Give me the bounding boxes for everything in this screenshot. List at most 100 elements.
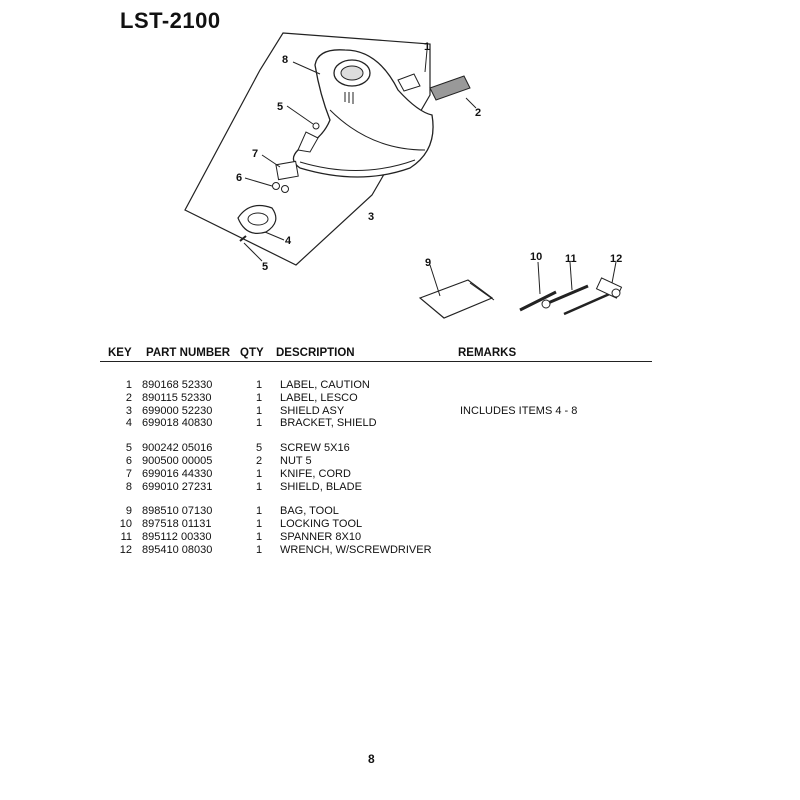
callout-7: 7 [252, 148, 258, 160]
cell-description: KNIFE, CORD [280, 467, 351, 480]
cell-qty: 1 [255, 505, 263, 518]
cell-qty: 1 [255, 467, 263, 480]
group-spacer [100, 493, 652, 505]
cell-qty: 1 [255, 379, 263, 391]
assembly-outline [184, 32, 431, 266]
group-spacer [100, 430, 652, 442]
cell-remarks [460, 442, 652, 455]
cell-remarks [460, 505, 652, 518]
callout-10: 10 [530, 251, 542, 263]
cell-key: 8 [125, 480, 132, 493]
blade-shield-drawing [292, 49, 434, 178]
cell-description: LABEL, CAUTION [280, 379, 370, 391]
table-row: 10 897518 01131 1 LOCKING TOOL [100, 518, 652, 531]
cell-qty: 1 [255, 417, 263, 430]
cell-qty: 1 [255, 530, 263, 543]
spanner-drawing [541, 284, 589, 309]
cell-part-number: 890168 52330 [142, 379, 213, 391]
lesco-label-drawing [429, 75, 471, 101]
cell-key: 1 [125, 379, 132, 391]
cell-remarks [460, 481, 652, 494]
parts-list-table: KEY PART NUMBER QTY DESCRIPTION REMARKS … [100, 347, 652, 557]
cell-description: BRACKET, SHIELD [280, 417, 377, 430]
cell-description: SCREW 5X16 [280, 442, 350, 455]
cell-remarks [460, 544, 652, 557]
cell-qty: 5 [255, 442, 263, 455]
cell-part-number: 898510 07130 [142, 505, 213, 518]
cell-qty: 2 [255, 454, 263, 467]
cell-key: 12 [119, 543, 132, 556]
cell-description: SPANNER 8X10 [280, 530, 362, 543]
cell-part-number: 900500 00005 [142, 454, 213, 467]
table-row: 6 900500 00005 2 NUT 5 [100, 455, 652, 468]
cell-description: NUT 5 [280, 454, 312, 467]
cell-remarks [460, 392, 652, 405]
callout-3: 3 [368, 211, 374, 223]
cell-key: 4 [125, 417, 132, 430]
cell-remarks [460, 531, 652, 544]
col-qty-header: QTY [240, 347, 264, 359]
page-number: 8 [368, 752, 375, 766]
table-row: 12 895410 08030 1 WRENCH, W/SCREWDRIVER [100, 544, 652, 557]
screw-drawing [239, 235, 247, 242]
col-key-header: KEY [108, 347, 132, 359]
wrench-screwdriver-drawing [563, 277, 623, 316]
callout-2: 2 [475, 107, 481, 119]
col-part-number-header: PART NUMBER [146, 347, 231, 359]
table-row: 9 898510 07130 1 BAG, TOOL [100, 505, 652, 518]
cell-part-number: 699010 27231 [142, 480, 213, 493]
table-row: 1 890168 52330 1 LABEL, CAUTION [100, 379, 652, 392]
cell-part-number: 699018 40830 [142, 417, 213, 430]
nut-drawing [281, 185, 289, 193]
cell-key: 7 [125, 467, 132, 480]
callout-4: 4 [285, 235, 292, 247]
table-row: 7 699016 44330 1 KNIFE, CORD [100, 468, 652, 481]
cell-part-number: 895410 08030 [142, 543, 213, 556]
cell-part-number: 890115 52330 [142, 391, 212, 404]
table-row: 8 699010 27231 1 SHIELD, BLADE [100, 481, 652, 494]
callout-8: 8 [282, 54, 288, 66]
cell-key: 10 [119, 518, 132, 531]
callout-1: 1 [424, 41, 430, 53]
cell-description: SHIELD, BLADE [280, 480, 362, 493]
col-remarks-header: REMARKS [458, 347, 517, 359]
page-title: LST-2100 [120, 8, 221, 33]
cord-knife-drawing [275, 160, 299, 181]
callout-5b: 5 [262, 261, 268, 273]
cell-description: LOCKING TOOL [280, 518, 363, 531]
cell-remarks [460, 455, 652, 468]
callout-5a: 5 [277, 101, 283, 113]
cell-description: BAG, TOOL [280, 505, 339, 518]
cell-remarks [460, 379, 652, 392]
cell-qty: 1 [255, 518, 263, 531]
callout-9: 9 [425, 257, 431, 269]
table-row: 4 699018 40830 1 BRACKET, SHIELD [100, 417, 652, 430]
cell-part-number: 897518 01131 [142, 518, 212, 531]
cell-description: SHIELD ASY [280, 404, 345, 417]
cell-qty: 1 [255, 391, 263, 404]
callout-12: 12 [610, 253, 622, 265]
exploded-parts-diagram: 1 2 3 4 5 5 6 7 8 9 10 11 12 [184, 32, 623, 319]
caution-label-drawing [397, 73, 421, 92]
cell-key: 11 [120, 530, 132, 543]
cell-remarks: INCLUDES ITEMS 4 - 8 [460, 404, 578, 417]
cell-remarks [460, 518, 652, 531]
callout-6: 6 [236, 172, 242, 184]
cell-part-number: 900242 05016 [142, 442, 213, 455]
cell-qty: 1 [255, 543, 263, 556]
cell-key: 9 [125, 505, 132, 518]
table-row: 5 900242 05016 5 SCREW 5X16 [100, 442, 652, 455]
nut-drawing [272, 182, 280, 190]
table-header: KEY PART NUMBER QTY DESCRIPTION REMARKS [100, 347, 652, 362]
col-description-header: DESCRIPTION [276, 347, 355, 359]
cell-key: 5 [125, 442, 132, 455]
cell-qty: 1 [255, 404, 263, 417]
cell-part-number: 699016 44330 [142, 467, 213, 480]
cell-description: LABEL, LESCO [280, 391, 358, 404]
cell-key: 6 [125, 454, 132, 467]
cell-description: WRENCH, W/SCREWDRIVER [280, 543, 432, 556]
cell-qty: 1 [255, 480, 263, 493]
